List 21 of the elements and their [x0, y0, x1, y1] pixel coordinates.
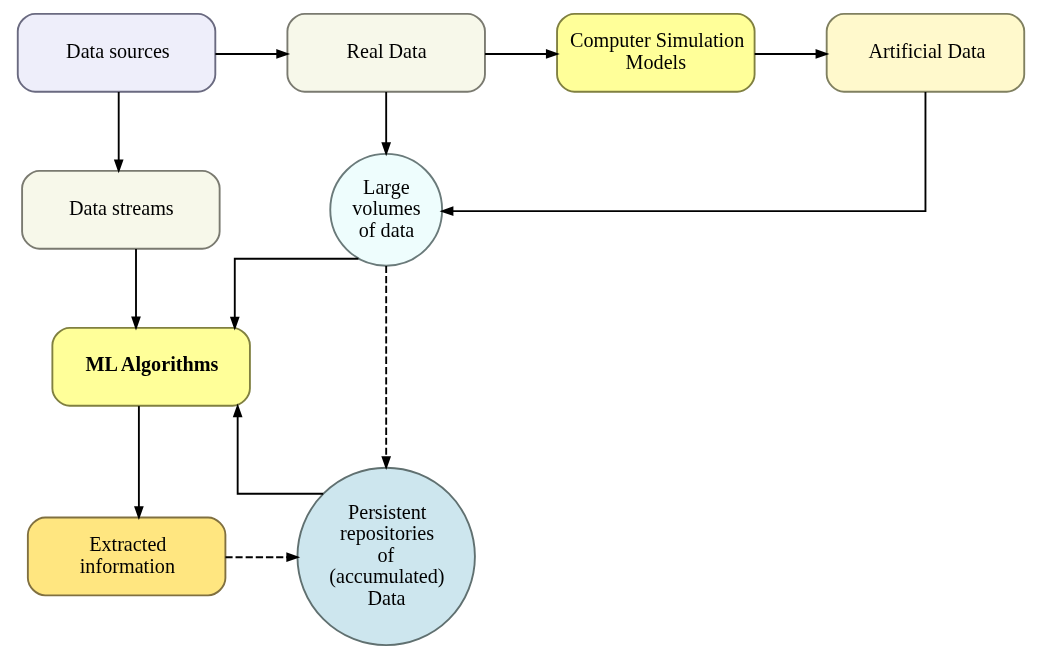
arrow	[130, 248, 141, 331]
node-box: Extracted information	[26, 516, 226, 597]
arrow	[113, 91, 124, 174]
arrow	[133, 405, 144, 521]
arrow	[232, 403, 324, 495]
arrow	[380, 264, 391, 471]
node-circle: Large volumes of data	[328, 152, 443, 267]
node-box: Data streams	[20, 169, 221, 250]
node-box: Artificial Data	[825, 12, 1025, 93]
node-circle: Persistent repositories of (accumulated) Data	[296, 466, 476, 647]
arrow	[380, 91, 391, 157]
node-box: Data sources	[16, 12, 216, 93]
arrow	[439, 91, 926, 216]
arrow	[229, 257, 359, 331]
node-box: Real Data	[285, 12, 486, 93]
arrow	[483, 49, 560, 59]
arrow	[224, 552, 300, 563]
arrow	[753, 49, 829, 59]
node-box: ML Algorithms	[50, 326, 251, 407]
node-box: Computer Simulation Models	[555, 12, 756, 93]
arrow	[213, 49, 290, 59]
